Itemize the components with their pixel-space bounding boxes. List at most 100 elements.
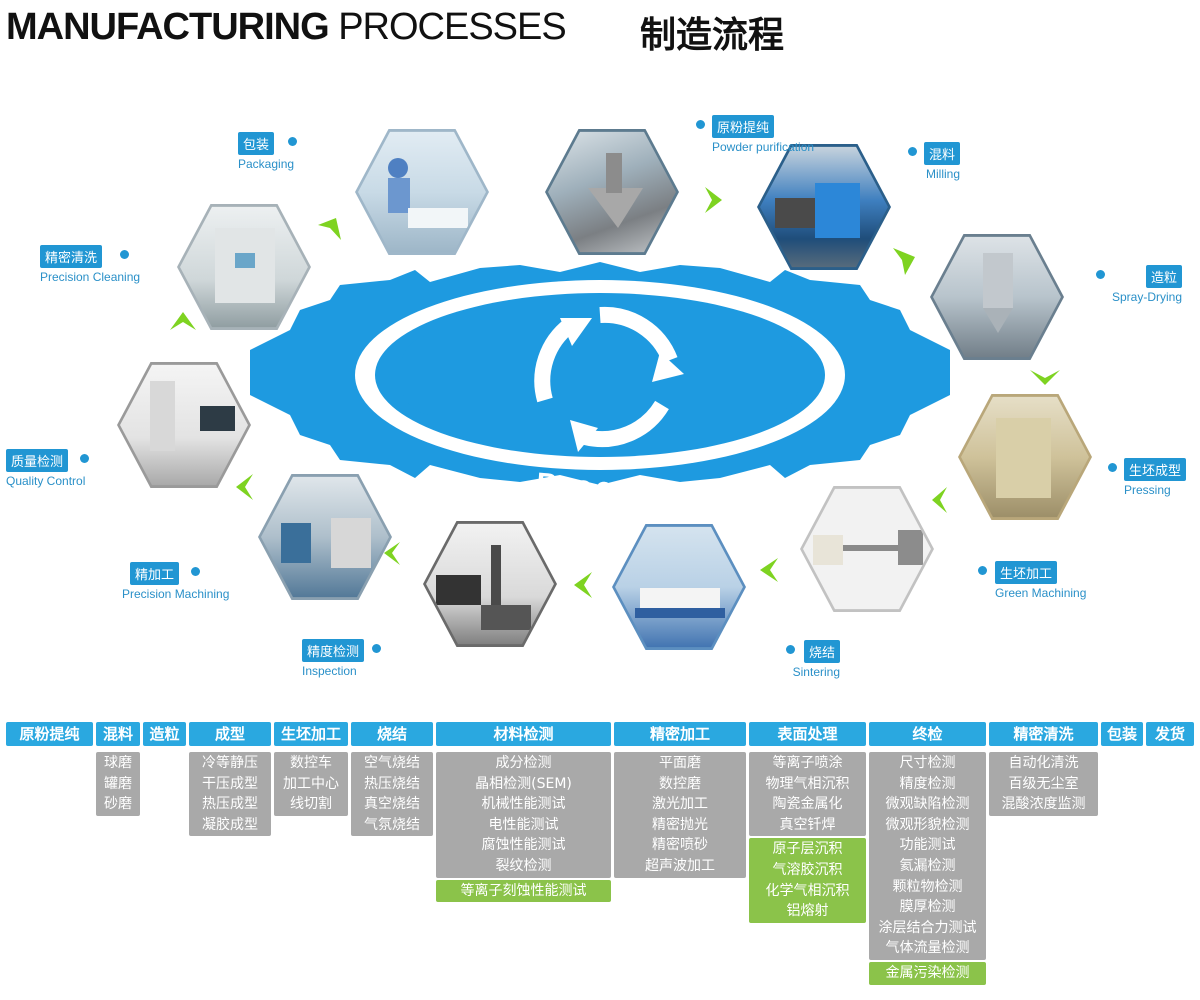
table-cell: 凝胶成型 <box>202 816 258 833</box>
table-cell: 热压成型 <box>202 796 258 813</box>
table-cell: 超声波加工 <box>645 857 715 874</box>
step-label-9: 质量检测 Quality Control <box>6 449 85 488</box>
cell-group-gray: 平面磨数控磨激光加工精密抛光精密喷砂超声波加工 <box>614 752 746 878</box>
cell-group-gray: 成分检测晶相检测(SEM)机械性能测试电性能测试腐蚀性能测试裂纹检测 <box>436 752 611 878</box>
table-column-header: 材料检测 <box>436 722 611 746</box>
title-light: PROCESSES <box>338 6 567 48</box>
table-cell: 颗粒物检测 <box>892 878 963 895</box>
table-cell: 冷等静压 <box>202 755 258 771</box>
table-cell: 尺寸检测 <box>899 755 956 771</box>
page-title-cn: 制造流程 <box>640 15 785 56</box>
table-cell-highlight: 气溶胶沉积 <box>772 861 843 878</box>
cell-group-gray: 球磨罐磨砂磨 <box>96 752 140 816</box>
table-column-header: 精密清洗 <box>989 722 1098 746</box>
table-cell: 气体流量检测 <box>885 940 970 957</box>
table-cell: 数控车 <box>290 755 332 771</box>
table-cell: 微观形貌检测 <box>885 816 970 833</box>
table-cell: 涂层结合力测试 <box>878 919 977 936</box>
step-label-3: 造粒 Spray-Drying <box>1112 265 1183 304</box>
hex-precision-cleaning[interactable] <box>177 204 311 330</box>
cell-group-gray: 冷等静压干压成型热压成型凝胶成型 <box>189 752 271 837</box>
table-cell: 自动化清洗 <box>1008 755 1079 771</box>
step-label-4: 生坯成型 Pressing <box>1124 458 1187 497</box>
table-cell: 物理气相沉积 <box>765 775 850 792</box>
arrow-5-icon <box>760 558 778 582</box>
table-column-header: 原粉提纯 <box>6 722 93 746</box>
table-column-header: 生坯加工 <box>274 722 348 746</box>
table-column: 终检尺寸检测精度检测微观缺陷检测微观形貌检测功能测试氦漏检测颗粒物检测膜厚检测涂… <box>869 722 986 985</box>
table-column: 成型冷等静压干压成型热压成型凝胶成型 <box>189 722 271 837</box>
arrow-2-icon <box>893 248 915 275</box>
table-cell-highlight: 等离子刻蚀性能测试 <box>460 882 587 899</box>
step-label-7: 精度检测 Inspection <box>302 639 365 678</box>
table-cell: 功能测试 <box>899 837 956 854</box>
step-label-10: 精密清洗 Precision Cleaning <box>40 245 140 284</box>
page-title-en: MANUFACTURING PROCESSES <box>6 6 567 49</box>
table-cell: 真空钎焊 <box>779 816 836 833</box>
title-bold: MANUFACTURING <box>6 6 330 48</box>
table-column-header: 成型 <box>189 722 271 746</box>
process-diagram: Process <box>6 115 1187 679</box>
table-cell: 真空烧结 <box>364 796 420 813</box>
table-cell: 氦漏检测 <box>899 857 956 874</box>
cell-group-gray: 等离子喷涂物理气相沉积陶瓷金属化真空钎焊 <box>749 752 866 837</box>
arrow-4-icon <box>932 487 947 513</box>
table-cell-highlight: 化学气相沉积 <box>765 882 850 899</box>
gear-icon <box>250 262 950 485</box>
table-column-header: 精密加工 <box>614 722 746 746</box>
table-cell-highlight: 铝熔射 <box>786 903 829 920</box>
table-cell: 线切割 <box>290 796 332 813</box>
table-column-header: 混料 <box>96 722 140 746</box>
arrow-1-icon <box>705 187 722 213</box>
table-cell: 等离子喷涂 <box>772 755 843 771</box>
table-column-header: 终检 <box>869 722 986 746</box>
step-label-6: 烧结 Sintering <box>788 640 841 679</box>
table-cell: 膜厚检测 <box>899 899 956 916</box>
cell-group-gray: 尺寸检测精度检测微观缺陷检测微观形貌检测功能测试氦漏检测颗粒物检测膜厚检测涂层结… <box>869 752 986 960</box>
table-cell-highlight: 金属污染检测 <box>885 964 970 981</box>
cell-group-gray: 自动化清洗百级无尘室混酸浓度监测 <box>989 752 1098 816</box>
arrow-8-icon <box>236 474 253 500</box>
arrow-3-icon <box>1030 370 1060 385</box>
table-column: 表面处理等离子喷涂物理气相沉积陶瓷金属化真空钎焊原子层沉积气溶胶沉积化学气相沉积… <box>749 722 866 923</box>
table-cell: 陶瓷金属化 <box>772 796 843 813</box>
cell-group-gray: 数控车加工中心线切割 <box>274 752 348 816</box>
arrow-7-icon <box>384 542 400 565</box>
table-cell: 球磨 <box>104 755 132 771</box>
table-column: 精密加工平面磨数控磨激光加工精密抛光精密喷砂超声波加工 <box>614 722 746 878</box>
table-cell: 百级无尘室 <box>1008 775 1079 792</box>
table-cell: 成分检测 <box>495 755 552 771</box>
table-cell: 激光加工 <box>652 796 708 813</box>
hex-precision-machining[interactable] <box>258 474 392 600</box>
step-label-1: 原粉提纯 Powder purification <box>712 115 814 154</box>
step-label-5: 生坯加工 Green Machining <box>995 561 1086 600</box>
cell-group-green: 原子层沉积气溶胶沉积化学气相沉积铝熔射 <box>749 838 866 923</box>
table-cell: 数控磨 <box>659 775 701 792</box>
step-label-2: 混料 Milling <box>924 142 961 181</box>
flow-arrows <box>170 187 1060 598</box>
table-cell: 混酸浓度监测 <box>1001 796 1086 813</box>
table-column-header: 造粒 <box>143 722 186 746</box>
table-cell: 热压烧结 <box>364 775 420 792</box>
table-column: 发货 <box>1146 722 1194 746</box>
cell-group-gray: 空气烧结热压烧结真空烧结气氛烧结 <box>351 752 433 837</box>
table-cell-highlight: 原子层沉积 <box>772 841 843 858</box>
table-cell: 精密抛光 <box>652 816 708 833</box>
hex-packaging[interactable] <box>355 129 489 255</box>
table-column-header: 烧结 <box>351 722 433 746</box>
arrow-6-icon <box>574 572 592 598</box>
table-column: 造粒 <box>143 722 186 746</box>
table-cell: 精度检测 <box>899 775 956 792</box>
arrow-9-icon <box>170 312 196 330</box>
cell-group-green: 等离子刻蚀性能测试 <box>436 879 611 903</box>
table-cell: 平面磨 <box>659 755 701 771</box>
table-column-header: 表面处理 <box>749 722 866 746</box>
table-cell: 空气烧结 <box>364 755 420 771</box>
cell-group-green: 金属污染检测 <box>869 961 986 985</box>
table-column: 烧结空气烧结热压烧结真空烧结气氛烧结 <box>351 722 433 837</box>
gear-graphic: Process <box>170 187 1060 598</box>
table-column: 材料检测成分检测晶相检测(SEM)机械性能测试电性能测试腐蚀性能测试裂纹检测等离… <box>436 722 611 903</box>
table-column: 原粉提纯 <box>6 722 93 746</box>
process-table: 原粉提纯混料球磨罐磨砂磨造粒成型冷等静压干压成型热压成型凝胶成型生坯加工数控车加… <box>6 722 1194 992</box>
table-cell: 砂磨 <box>104 796 132 813</box>
